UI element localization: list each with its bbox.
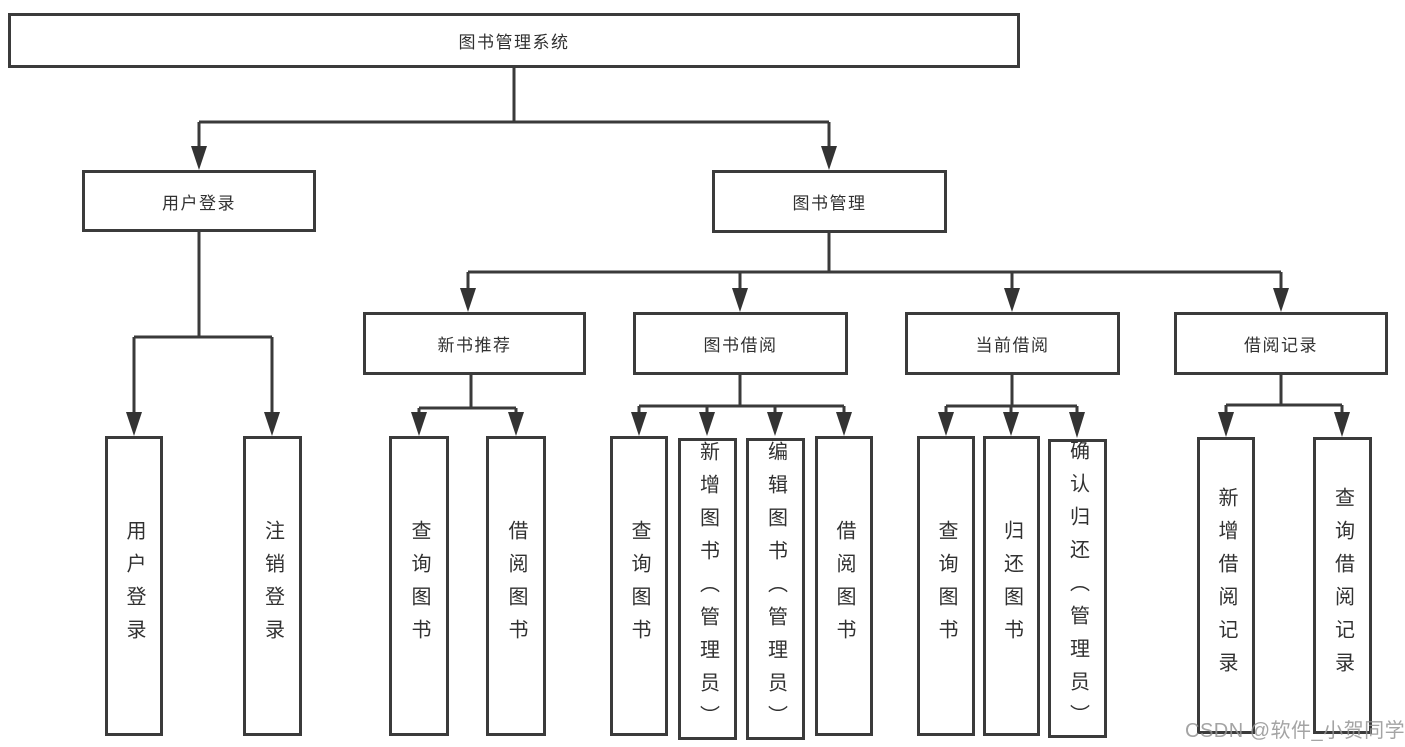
leaf-borrow-books: 借阅图书 — [815, 436, 873, 736]
node-new-book-recommend: 新书推荐 — [363, 312, 586, 375]
node-book-borrow: 图书借阅 — [633, 312, 848, 375]
leaf-return-books: 归还图书 — [983, 436, 1040, 736]
node-label: 借阅图书 — [833, 520, 855, 652]
connector-root-to-level2 — [191, 68, 837, 170]
node-root-system: 图书管理系统 — [8, 13, 1020, 68]
node-borrow-records: 借阅记录 — [1174, 312, 1388, 375]
connector-user-login-branch — [126, 232, 280, 436]
node-label: 新增借阅记录 — [1215, 486, 1237, 685]
node-label: 查询图书 — [628, 520, 650, 652]
leaf-add-books-admin: 新增图书（管理员） — [678, 438, 737, 740]
leaf-user-login: 用户登录 — [105, 436, 163, 736]
leaf-query-books: 查询图书 — [917, 436, 975, 736]
node-label: 确认归还（管理员） — [1066, 440, 1089, 737]
leaf-confirm-return-admin: 确认归还（管理员） — [1048, 439, 1107, 738]
node-label: 查询图书 — [935, 520, 957, 652]
leaf-query-books: 查询图书 — [610, 436, 668, 736]
leaf-query-books: 查询图书 — [389, 436, 449, 736]
node-label: 当前借阅 — [975, 336, 1050, 355]
leaf-edit-books-admin: 编辑图书（管理员） — [746, 438, 805, 740]
node-label: 用户登录 — [123, 520, 145, 652]
node-book-management: 图书管理 — [712, 170, 947, 233]
node-current-borrow: 当前借阅 — [905, 312, 1120, 375]
csdn-watermark: CSDN @软件_小贺同学 — [1185, 720, 1405, 742]
node-label: 查询图书 — [408, 520, 430, 652]
leaf-query-borrow-record: 查询借阅记录 — [1313, 437, 1372, 734]
connector-book-borrow-branch — [631, 375, 852, 436]
node-label: 查询借阅记录 — [1331, 486, 1354, 685]
connector-book-mgmt-branch — [460, 233, 1289, 312]
node-label: 图书管理 — [792, 194, 867, 213]
node-user-login: 用户登录 — [82, 170, 316, 232]
node-label: 编辑图书（管理员） — [764, 440, 787, 738]
node-label: 图书管理系统 — [458, 33, 570, 52]
leaf-logout: 注销登录 — [243, 436, 302, 736]
node-label: 归还图书 — [1000, 520, 1023, 652]
connector-new-book-rec-branch — [411, 375, 524, 436]
node-label: 借阅图书 — [505, 520, 527, 652]
leaf-add-borrow-record: 新增借阅记录 — [1197, 437, 1255, 734]
node-label: 新增图书（管理员） — [696, 440, 719, 738]
node-label: 图书借阅 — [703, 336, 778, 355]
leaf-borrow-books: 借阅图书 — [486, 436, 546, 736]
connector-current-borrow-branch — [938, 375, 1085, 438]
connector-borrow-records-branch — [1218, 375, 1350, 437]
node-label: 借阅记录 — [1244, 336, 1318, 355]
node-label: 用户登录 — [162, 193, 236, 213]
node-label: 注销登录 — [261, 520, 284, 652]
node-label: 新书推荐 — [437, 336, 512, 355]
